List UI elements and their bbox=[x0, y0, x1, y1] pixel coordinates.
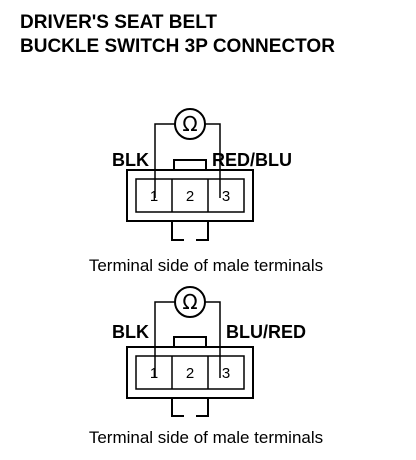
title-line-2: BUCKLE SWITCH 3P CONNECTOR bbox=[20, 36, 335, 57]
ohm-icon: Ω bbox=[182, 112, 197, 136]
pin-2: 2 bbox=[186, 188, 194, 205]
connector-2-guide-right bbox=[196, 398, 209, 417]
connector-1-guide-left bbox=[171, 221, 184, 241]
caption-2: Terminal side of male terminals bbox=[89, 428, 323, 447]
test-lead-left-1 bbox=[154, 123, 175, 198]
test-lead-left-2 bbox=[154, 301, 175, 378]
connector-2: Ω 1 2 3 BLK BLU/RED Terminal side of mal… bbox=[89, 286, 323, 447]
title-line-1: DRIVER'S SEAT BELT bbox=[20, 12, 217, 33]
connector-1-guide-right bbox=[196, 221, 209, 241]
pin-1: 1 bbox=[150, 188, 158, 205]
connector-2-guide-left bbox=[171, 398, 184, 417]
connector-2-cavity bbox=[135, 355, 245, 390]
test-lead-right-1 bbox=[205, 123, 221, 198]
pin-2: 2 bbox=[186, 365, 194, 382]
caption-1: Terminal side of male terminals bbox=[89, 256, 323, 275]
pin-3: 3 bbox=[222, 188, 230, 205]
wire-label-left: BLK bbox=[112, 322, 149, 342]
connector-1-housing bbox=[126, 169, 254, 222]
pin-1: 1 bbox=[150, 365, 158, 382]
test-lead-right-2 bbox=[205, 301, 221, 378]
connector-2-lock-tab bbox=[173, 336, 207, 347]
connector-1: Ω 1 2 3 BLK RED/BLU Terminal side of mal… bbox=[89, 108, 323, 275]
ohm-icon: Ω bbox=[182, 290, 197, 314]
wire-label-right: BLU/RED bbox=[226, 322, 306, 342]
connector-2-housing bbox=[126, 346, 254, 399]
connector-1-lock-tab bbox=[173, 159, 207, 170]
pin-3: 3 bbox=[222, 365, 230, 382]
wire-label-left: BLK bbox=[112, 150, 149, 170]
connector-1-cavity bbox=[135, 178, 245, 213]
wire-label-right: RED/BLU bbox=[212, 150, 292, 170]
